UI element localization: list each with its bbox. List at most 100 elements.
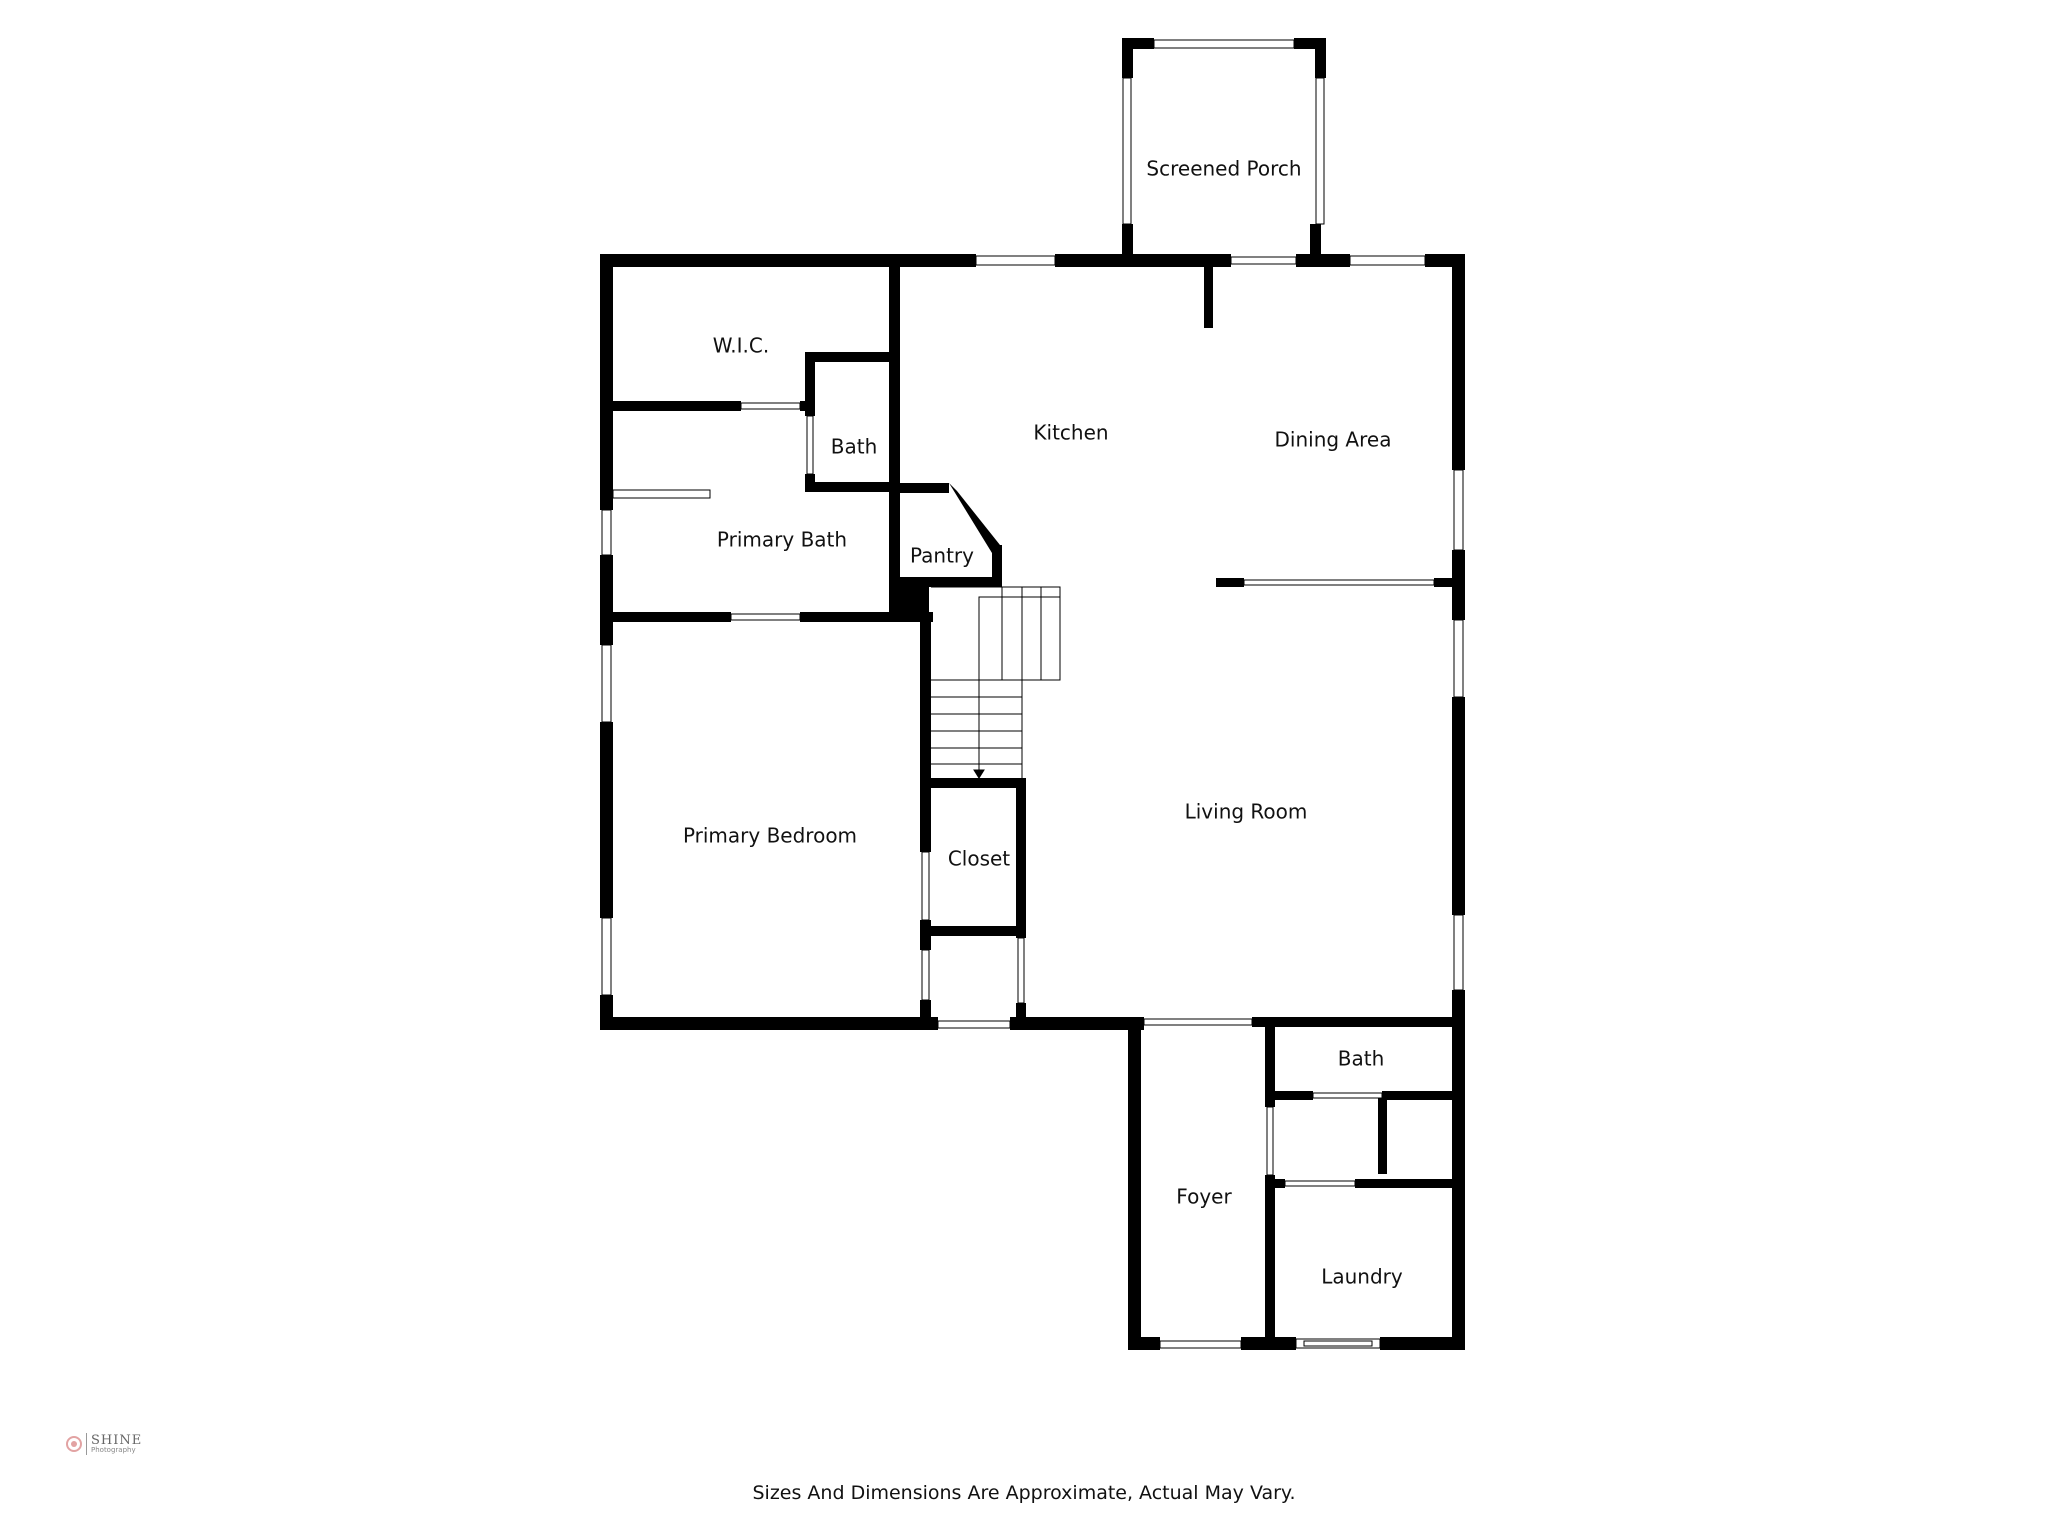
porch-corner-tr-v	[1315, 38, 1326, 78]
hall-right-stub	[1016, 1003, 1026, 1030]
label-primary-bedroom: Primary Bedroom	[683, 824, 857, 848]
lower-bottom-c	[1380, 1337, 1465, 1350]
label-laundry: Laundry	[1321, 1265, 1403, 1289]
label-wic: W.I.C.	[713, 334, 769, 358]
closet-top	[920, 778, 1025, 788]
opening-foyer-hall	[1266, 1106, 1274, 1176]
wic-bottom-wall	[613, 401, 741, 411]
foyer-laundry-wall-b	[1265, 1175, 1275, 1350]
label-kitchen: Kitchen	[1033, 421, 1108, 445]
logo-mark-icon	[66, 1436, 82, 1452]
closet-bottom	[920, 926, 1026, 936]
outer-right-d	[1452, 990, 1465, 1350]
outer-bottom-a	[600, 1017, 938, 1030]
stairs-outline	[931, 586, 1061, 778]
foyer-left	[1128, 1017, 1141, 1350]
window-right-living-a	[1453, 619, 1464, 698]
window-laundry-inner	[1303, 1340, 1373, 1347]
window-left-bed-a	[601, 644, 612, 723]
pantry-door	[949, 483, 1000, 553]
opening-bedroom-hall	[921, 851, 930, 921]
opening-bath-lower	[1312, 1092, 1383, 1099]
bath-upper-bottom	[805, 482, 900, 492]
porch-post-bl	[1122, 224, 1133, 260]
pantry-door-leaf	[958, 496, 994, 542]
window-top-kitchen	[975, 255, 1056, 266]
outer-top-c	[1296, 254, 1350, 267]
label-pantry: Pantry	[910, 544, 974, 568]
pantry-top	[889, 483, 949, 493]
porch-corner-tr	[1294, 38, 1326, 49]
porch-screen-top	[1153, 39, 1295, 49]
outer-left-b	[600, 555, 613, 645]
lower-bottom-a	[1128, 1337, 1160, 1350]
pantry-right	[992, 545, 1002, 587]
window-left-bath	[601, 509, 612, 556]
logo-name: SHINE	[91, 1433, 143, 1448]
outer-top-b	[1055, 254, 1231, 267]
openings	[601, 39, 1464, 1349]
logo-separator	[86, 1433, 87, 1455]
bedroom-right-wall	[920, 612, 931, 852]
logo-text: SHINE Photography	[91, 1434, 142, 1454]
outer-bottom-b	[1010, 1017, 1144, 1030]
bath-bedroom-wall-a	[613, 612, 731, 622]
label-bath-lower: Bath	[1338, 1047, 1385, 1071]
opening-hall-left	[921, 949, 930, 1001]
bath-lower-bottom-b	[1382, 1091, 1465, 1100]
porch-screen-left	[1122, 77, 1132, 225]
closet-right	[1016, 778, 1026, 938]
wic-right-wall	[889, 254, 900, 620]
opening-laundry	[1284, 1180, 1356, 1187]
opening-hall-right	[1017, 937, 1025, 1004]
opening-dining-porch	[1230, 256, 1297, 265]
kitchen-dining-stub	[1204, 254, 1213, 328]
outer-left-c	[600, 722, 613, 918]
logo-sub: Photography	[91, 1446, 136, 1454]
window-right-living-b	[1453, 914, 1464, 991]
hall-closet-divider	[1378, 1094, 1387, 1174]
dining-living-stub-a	[1216, 578, 1244, 587]
stair-direction-arrow	[973, 769, 985, 779]
label-closet: Closet	[948, 847, 1010, 871]
disclaimer-text: Sizes And Dimensions Are Approximate, Ac…	[752, 1482, 1296, 1504]
bath-bedroom-wall-b	[800, 612, 933, 622]
dining-living-stub-b	[1434, 578, 1465, 587]
label-living-room: Living Room	[1185, 800, 1308, 824]
door-hall-bottom	[937, 1020, 1011, 1029]
pantry-corner-fill	[889, 577, 929, 617]
shine-logo-icon: SHINE Photography	[66, 1430, 142, 1458]
bedroom-right-wall-c	[920, 1000, 931, 1030]
label-primary-bath: Primary Bath	[717, 528, 847, 552]
outer-right-a	[1452, 254, 1465, 470]
bath-upper-top	[805, 352, 900, 362]
opening-dining-living	[1243, 579, 1435, 586]
label-screened-porch: Screened Porch	[1146, 157, 1301, 181]
label-dining-area: Dining Area	[1275, 428, 1392, 452]
porch-screen-right	[1315, 77, 1325, 225]
opening-foyer-living	[1143, 1018, 1253, 1026]
stairs-icon	[931, 586, 1061, 779]
porch-corner-tl-v	[1122, 38, 1133, 78]
pantry-bottom	[889, 577, 1002, 587]
opening-bath-upper	[806, 415, 814, 475]
outer-right-c	[1452, 697, 1465, 915]
stair-direction-line	[978, 596, 1022, 770]
door-foyer-front	[1159, 1340, 1242, 1349]
vanity-bar	[612, 489, 711, 499]
window-right-dining	[1453, 469, 1464, 551]
porch-post-br	[1310, 224, 1321, 260]
window-left-bed-b	[601, 917, 612, 996]
bath-lower-bottom-a	[1265, 1091, 1313, 1100]
porch-corner-tl	[1122, 38, 1154, 49]
pantry-angled-wall	[949, 483, 1000, 553]
bath-upper-left-a	[805, 352, 815, 416]
opening-wic-bath	[740, 402, 801, 410]
outer-top-a	[600, 254, 976, 267]
laundry-top-b	[1355, 1179, 1465, 1188]
outer-left-a	[600, 254, 613, 510]
label-bath-upper: Bath	[831, 435, 878, 459]
label-foyer: Foyer	[1176, 1185, 1232, 1209]
room-labels: Screened Porch W.I.C. Bath Kitchen Dinin…	[683, 157, 1403, 1289]
